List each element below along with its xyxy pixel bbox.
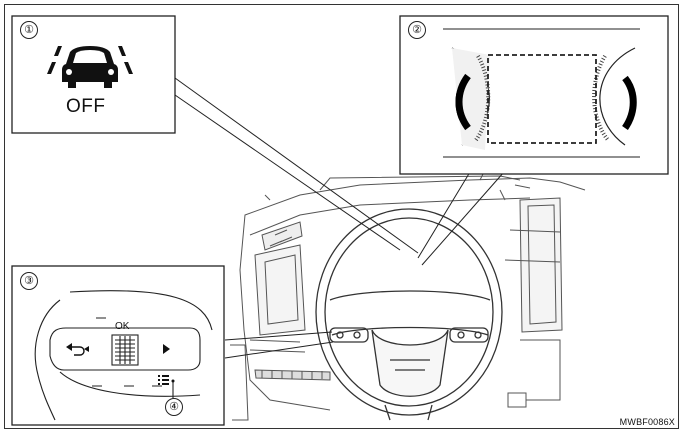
callout-2: ② xyxy=(408,21,426,39)
callout-4: ④ xyxy=(165,398,183,416)
back-arrow-icon xyxy=(66,343,89,356)
callout-3: ③ xyxy=(20,272,38,290)
indicator-status-text: OFF xyxy=(66,96,106,117)
cluster-display xyxy=(443,28,640,158)
display-panel xyxy=(399,15,669,175)
steering-wheel xyxy=(315,208,503,421)
steering-switch xyxy=(34,290,213,421)
dashboard-body xyxy=(230,169,586,421)
lane-departure-car-icon xyxy=(47,46,133,88)
leader-lines xyxy=(174,77,505,359)
callout-1: ① xyxy=(20,21,38,39)
ok-label: OK xyxy=(115,321,130,332)
menu-list-icon xyxy=(158,375,175,385)
figure-code: MWBF0086X xyxy=(619,417,675,427)
right-arrow-icon xyxy=(163,344,170,354)
